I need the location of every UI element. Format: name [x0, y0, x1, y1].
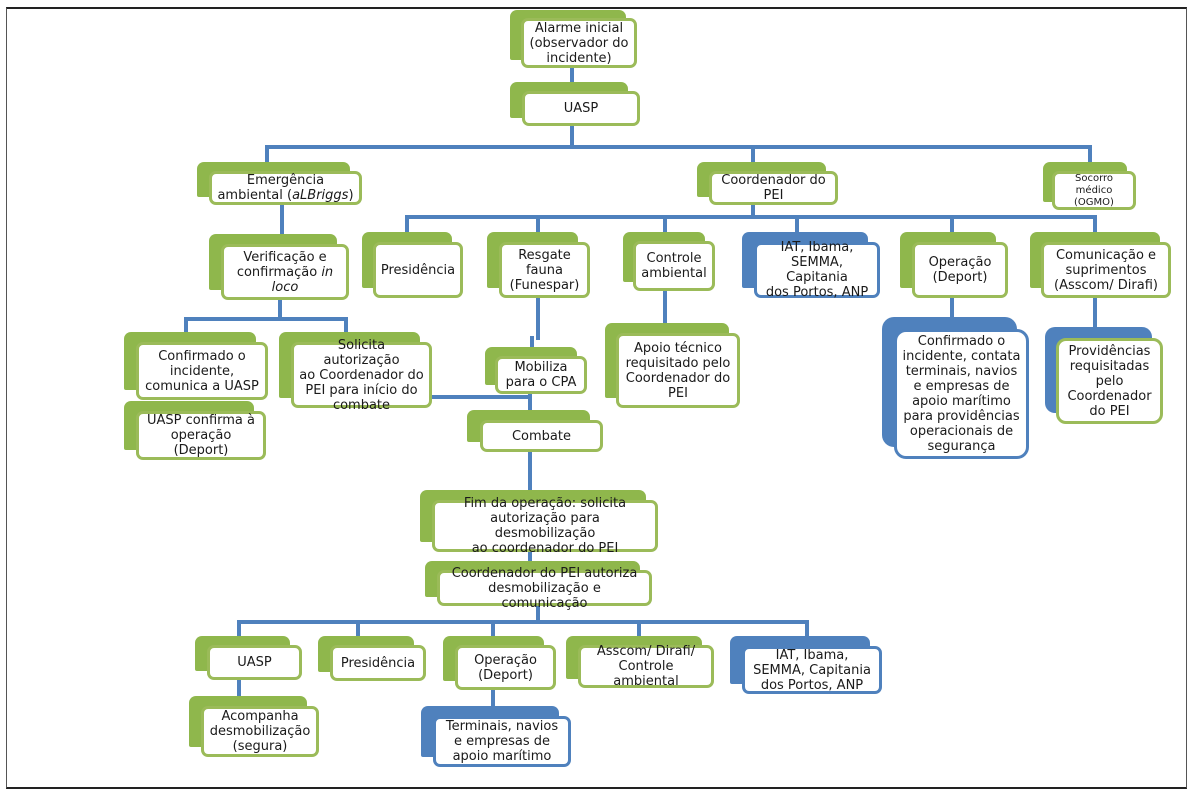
connector	[184, 298, 348, 334]
node-presidencia: Presidência	[362, 232, 463, 298]
node-label: Operação (Deport)	[928, 255, 992, 285]
node-label: Comunicação e suprimentos (Asscom/ Diraf…	[1054, 247, 1158, 293]
node-uasp2: UASP	[195, 636, 302, 680]
node-label: Apoio técnico requisitado pelo Coordenad…	[625, 340, 731, 401]
node-fim: Fim da operação: solicita autorização pa…	[420, 490, 658, 556]
node-label: Providências requisitadas pelo Coordenad…	[1067, 343, 1152, 419]
connector	[265, 124, 1092, 164]
node-terminais: Terminais, navios e empresas de apoio ma…	[421, 706, 571, 767]
node-label: Resgate fauna (Funespar)	[509, 247, 580, 293]
node-label: Presidência	[340, 655, 416, 671]
node-combate: Combate	[467, 410, 603, 452]
node-label: IAT, Ibama, SEMMA, Capitania dos Portos,…	[753, 647, 871, 693]
node-socorro: Socorro médico (OGMO)	[1043, 162, 1136, 210]
node-apoio: Apoio técnico requisitado pelo Coordenad…	[605, 323, 740, 408]
connector	[530, 296, 540, 349]
node-orgaos: IAT, Ibama, SEMMA, Capitania dos Portos,…	[742, 232, 880, 300]
node-label: Coordenador do PEI	[721, 173, 826, 203]
node-asscom: Asscom/ Dirafi/ Controle ambiental	[566, 636, 714, 689]
node-coordenador: Coordenador do PEI	[697, 162, 838, 205]
connector	[405, 203, 1097, 234]
node-label: Mobiliza para o CPA	[505, 360, 577, 390]
node-confirmado-terminais: Confirmado o incidente, contata terminai…	[882, 317, 1029, 459]
node-verificacao: Verificação e confirmação in loco	[209, 234, 349, 300]
node-uasp-confirma: UASP confirma à operação (Deport)	[124, 401, 266, 460]
node-mobiliza: Mobiliza para o CPA	[485, 347, 587, 394]
node-label: Presidência	[380, 262, 456, 278]
diagram-frame	[6, 7, 1187, 789]
node-label: Terminais, navios e empresas de apoio ma…	[445, 719, 559, 764]
node-label: Confirmado o incidente, comunica a UASP	[145, 348, 259, 394]
node-label: UASP	[237, 655, 272, 670]
node-label: Acompanha desmobilização (segura)	[209, 709, 311, 754]
node-label: Solicita autorização ao Coordenador do P…	[299, 337, 424, 413]
node-label: Confirmado o incidente, contata terminai…	[902, 334, 1021, 454]
node-controle: Controle ambiental	[623, 232, 715, 291]
node-label: UASP	[563, 101, 599, 116]
node-label: Verificação e confirmação in loco	[236, 249, 334, 295]
connector	[237, 604, 809, 638]
node-orgaos2: IAT, Ibama, SEMMA, Capitania dos Portos,…	[730, 636, 882, 694]
node-providencias: Providências requisitadas pelo Coordenad…	[1045, 327, 1163, 424]
node-alarme: Alarme inicial (observador do incidente)	[510, 10, 637, 68]
node-uasp: UASP	[510, 82, 640, 126]
node-resgate: Resgate fauna (Funespar)	[487, 232, 590, 298]
node-presidencia2: Presidência	[318, 636, 426, 681]
node-confirmado-uasp: Confirmado o incidente, comunica a UASP	[124, 332, 268, 400]
node-label: Operação (Deport)	[474, 652, 537, 683]
node-operacao: Operação (Deport)	[900, 232, 1008, 298]
node-label: Asscom/ Dirafi/ Controle ambiental	[596, 644, 696, 689]
node-label: Fim da operação: solicita autorização pa…	[463, 496, 627, 556]
node-emergencia: Emergência ambiental (aLBriggs)	[197, 162, 362, 205]
node-label: IAT, Ibama, SEMMA, Capitania dos Portos,…	[765, 240, 869, 300]
node-label: UASP confirma à operação (Deport)	[146, 413, 255, 458]
node-label: Alarme inicial (observador do incidente)	[529, 20, 629, 66]
node-label: Controle ambiental	[641, 251, 707, 281]
node-autoriza: Coordenador do PEI autoriza desmobilizaç…	[425, 561, 652, 611]
node-comunicacao: Comunicação e suprimentos (Asscom/ Diraf…	[1030, 232, 1171, 298]
node-operacao2: Operação (Deport)	[443, 636, 556, 690]
node-label: Emergência ambiental (aLBriggs)	[217, 173, 354, 203]
node-acompanha: Acompanha desmobilização (segura)	[189, 696, 319, 757]
node-label: Combate	[511, 428, 571, 444]
node-solicita: Solicita autorização ao Coordenador do P…	[279, 332, 432, 413]
node-label: Coordenador do PEI autoriza desmobilizaç…	[451, 565, 638, 611]
node-label: Socorro médico (OGMO)	[1074, 172, 1114, 208]
